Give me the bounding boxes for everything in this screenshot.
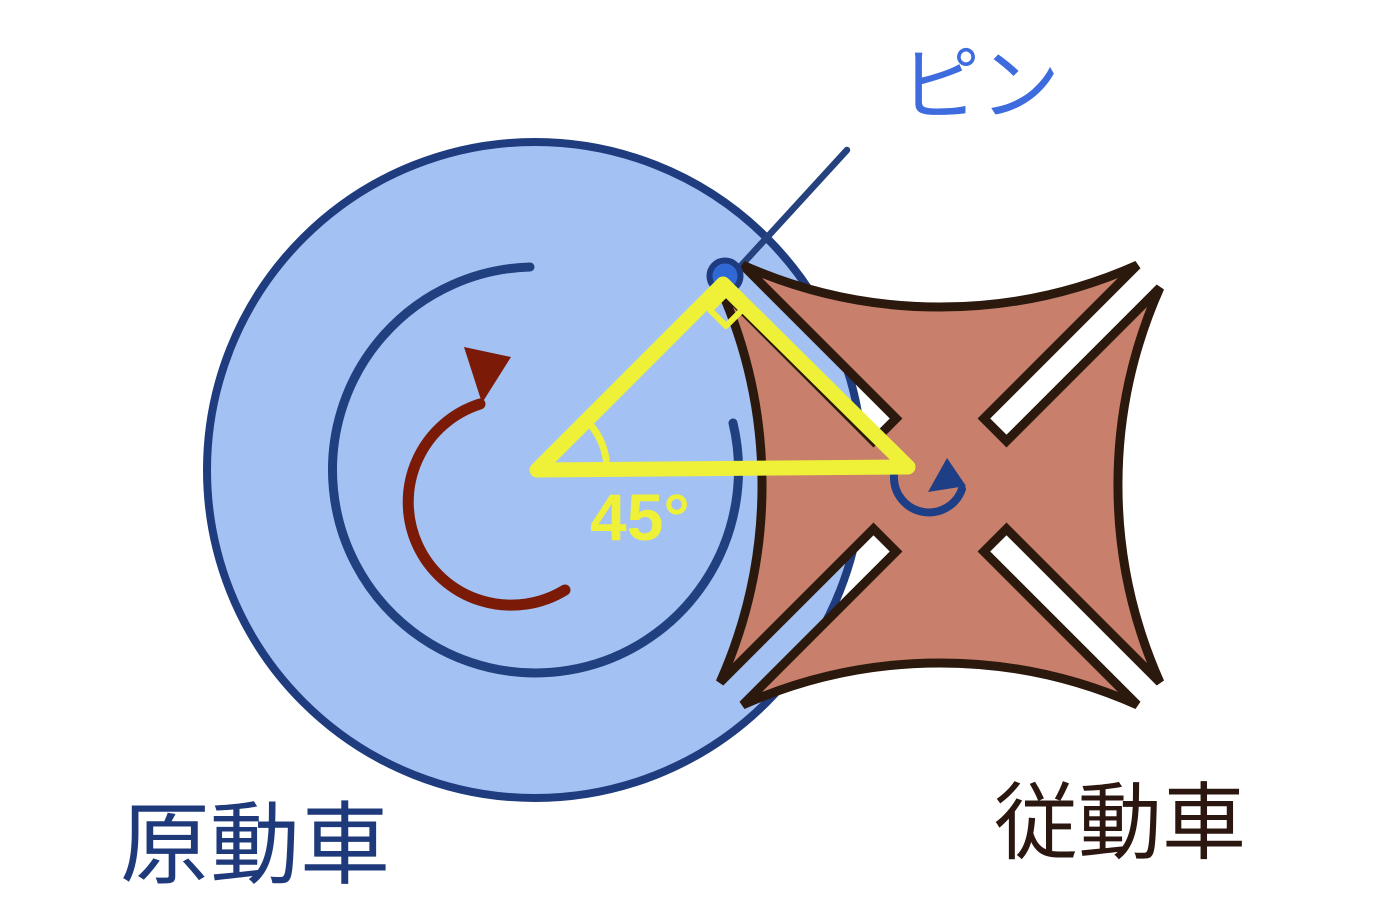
driven-rotation-arrow-arc <box>889 472 966 517</box>
driver-rotation-arrowhead-icon <box>464 347 511 403</box>
driven-rotation-arrowhead-icon <box>928 458 966 492</box>
pin-label: ピン <box>900 41 1060 130</box>
right-angle-marker <box>707 291 745 329</box>
angle-construction: 45° <box>529 276 916 554</box>
driven-wheel-label: 従動車 <box>994 776 1246 870</box>
angle-arc <box>583 417 610 464</box>
angle-label: 45° <box>590 480 690 554</box>
driver-rotation-arrow <box>402 347 571 611</box>
driving-wheel-inner-arc <box>328 262 743 678</box>
driver-rotation-arrow-arc <box>402 398 571 611</box>
angle-triangle <box>529 276 916 478</box>
driving-wheel-label: 原動車 <box>120 796 390 896</box>
driven-rotation-arrow <box>889 458 966 517</box>
